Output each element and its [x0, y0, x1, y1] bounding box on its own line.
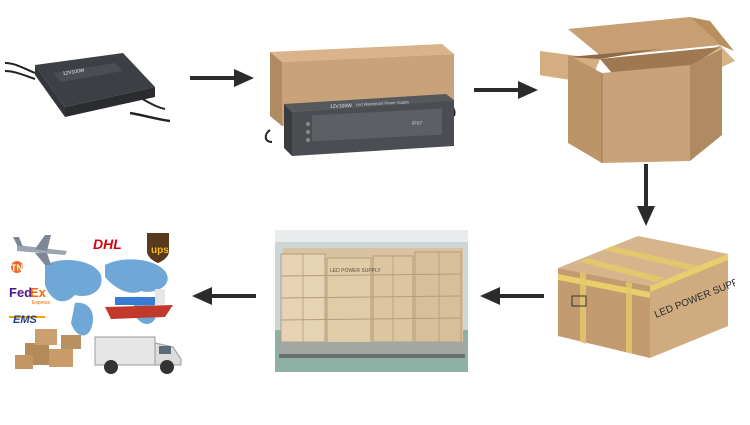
svg-text:ups: ups	[151, 245, 169, 256]
stage-master-carton: LED POWER SUPPLY	[550, 232, 735, 362]
svg-text:EMS: EMS	[13, 314, 38, 326]
arrow-down	[636, 164, 656, 228]
stage-power-supply: 12V100W	[5, 35, 170, 125]
stage-open-carton	[540, 15, 735, 165]
arrow-right-1	[190, 68, 256, 88]
stage-psu-with-carton: 12V100W Led Waterproof Power Supply IP67	[262, 38, 462, 158]
boxes-pile-icon	[15, 329, 81, 369]
tnt-logo: TNT	[11, 261, 29, 273]
stage-shipping: DHL ups TNT Fed Ex Express EMS	[5, 225, 190, 385]
fedex-logo: Fed Ex Express	[9, 285, 51, 306]
airplane-icon	[13, 235, 67, 265]
open-carton-image	[540, 15, 735, 165]
psu-carton-ip-rating: IP67	[412, 120, 423, 127]
svg-text:Express: Express	[32, 300, 51, 306]
svg-text:TNT: TNT	[11, 263, 29, 273]
svg-text:Ex: Ex	[30, 285, 47, 300]
arrow-left-2	[190, 286, 256, 306]
ups-logo: ups	[147, 233, 169, 263]
power-supply-image: 12V100W	[5, 35, 170, 125]
delivery-van-icon	[95, 337, 181, 374]
stage-pallet-photo: LED POWER SUPPLY	[275, 230, 468, 372]
master-carton-image: LED POWER SUPPLY	[550, 232, 735, 362]
dhl-logo: DHL	[93, 236, 122, 252]
pallet-box-label: LED POWER SUPPLY	[330, 268, 381, 274]
pallet-photo-image: LED POWER SUPPLY	[275, 230, 468, 372]
shipping-collage-image: DHL ups TNT Fed Ex Express EMS	[5, 225, 190, 385]
arrow-right-2	[474, 80, 540, 100]
arrow-left-1	[478, 286, 544, 306]
ems-logo: EMS	[9, 314, 45, 326]
svg-text:Fed: Fed	[9, 285, 32, 300]
psu-carton-label-title: 12V100W	[330, 103, 353, 110]
psu-carton-image: 12V100W Led Waterproof Power Supply IP67	[262, 38, 462, 158]
cargo-ship-icon	[105, 289, 173, 319]
